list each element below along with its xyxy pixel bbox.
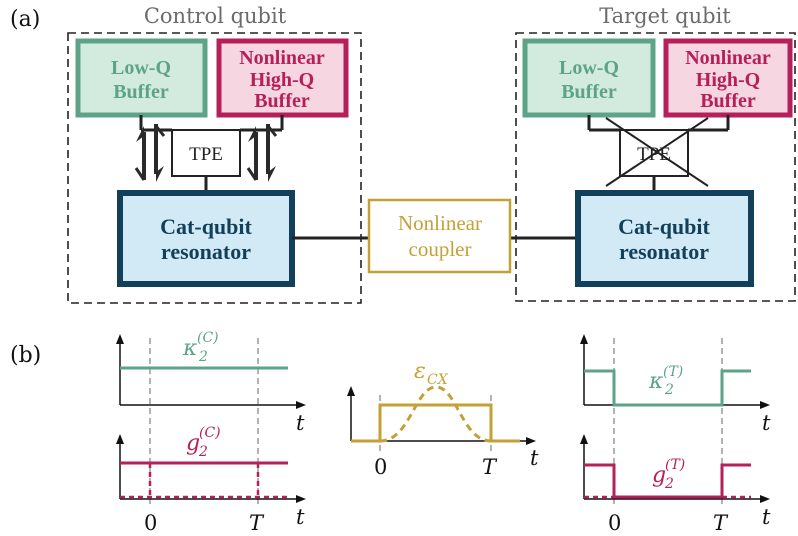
target-tpe-cross-line-2 — [605, 117, 709, 187]
control-kappa-sub: 2 — [198, 349, 208, 365]
eps-smooth-trace — [379, 385, 492, 443]
target-low-q-buffer — [522, 38, 656, 118]
control-g-t-label: t — [296, 505, 305, 529]
control-kappa-t-label: t — [296, 411, 305, 435]
control-low-q-label-1: Low-Q — [111, 57, 171, 79]
control-g-symbol: g — [186, 431, 200, 456]
target-kappa-sup: (T) — [663, 364, 683, 380]
control-high-q-label-3: Buffer — [254, 90, 310, 112]
control-cat-qubit-resonator — [117, 190, 295, 287]
target-resonator-label-2: resonator — [619, 239, 709, 264]
target-kappa-sub: 2 — [664, 382, 674, 398]
eps-sub: CX — [427, 372, 449, 388]
control-g-sup: (C) — [199, 425, 221, 441]
control-tpe-box — [171, 129, 241, 177]
control-low-q-label-2: Buffer — [113, 81, 169, 103]
control-g-sub: 2 — [198, 444, 208, 460]
target-low-q-label-2: Buffer — [561, 81, 617, 103]
target-kappa-symbol: κ — [648, 369, 664, 394]
target-g-symbol: g — [652, 463, 666, 488]
panel-a-label: (a) — [10, 7, 40, 32]
control-dashed-frame — [67, 32, 362, 304]
control-left-exchange-arrows-icon — [134, 122, 166, 184]
control-resonator-label-1: Cat-qubit — [160, 214, 252, 239]
target-qubit-group: Target qubit Low-Q Buffer Nonlinear High… — [515, 2, 796, 302]
control-T-tick: T — [249, 511, 265, 535]
target-T-tick: T — [713, 511, 729, 535]
control-kappa-symbol: κ — [182, 336, 198, 361]
target-g-sup: (T) — [665, 457, 685, 473]
control-qubit-title: Control qubit — [144, 4, 287, 28]
target-g-t-label: t — [762, 505, 771, 529]
target-high-q-label-1: Nonlinear — [685, 47, 771, 69]
eps-t-label: t — [530, 446, 539, 470]
target-resonator-label-1: Cat-qubit — [618, 214, 710, 239]
control-resonator-label-2: resonator — [161, 239, 251, 264]
control-right-exchange-arrows-icon — [246, 122, 278, 184]
target-kappa-plot: κ 2 (T) t — [580, 334, 771, 508]
control-high-q-label-2: High-Q — [250, 69, 314, 91]
target-g-plot: g 2 (T) 0 T t — [580, 434, 771, 535]
control-kappa-sup: (C) — [197, 330, 219, 346]
control-low-q-buffer — [75, 38, 208, 118]
eps-symbol: ε — [414, 359, 426, 384]
target-high-q-label-2: High-Q — [696, 69, 760, 91]
eps-zero-tick: 0 — [374, 455, 387, 479]
target-g-sub: 2 — [664, 476, 674, 492]
target-zero-tick: 0 — [608, 511, 621, 535]
eps-square-trace — [351, 403, 520, 443]
control-high-q-label-1: Nonlinear — [239, 47, 325, 69]
target-qubit-title: Target qubit — [599, 4, 731, 28]
target-high-q-buffer — [663, 38, 793, 118]
control-qubit-group: Control qubit Low-Q Buffer Nonlinear Hig… — [67, 2, 362, 304]
target-cat-qubit-resonator — [575, 190, 754, 287]
target-g-trace — [584, 463, 751, 499]
nonlinear-coupler-box — [367, 198, 512, 274]
control-tpe-label: TPE — [189, 144, 223, 165]
target-kappa-trace — [584, 369, 751, 407]
control-g-plot: g 2 (C) 0 T t — [116, 425, 306, 535]
panel-b-label: (b) — [10, 343, 41, 368]
coupler-eps-plot: ε CX 0 T t — [347, 359, 539, 479]
coupler-label-1: Nonlinear — [398, 211, 482, 235]
target-high-q-label-3: Buffer — [700, 90, 756, 112]
target-low-q-label-1: Low-Q — [559, 57, 619, 79]
eps-T-tick: T — [482, 455, 498, 479]
target-kappa-t-label: t — [762, 411, 771, 435]
coupler-label-2: coupler — [409, 237, 472, 261]
control-zero-tick: 0 — [144, 511, 157, 535]
control-kappa-plot: κ 2 (C) t — [116, 330, 306, 508]
